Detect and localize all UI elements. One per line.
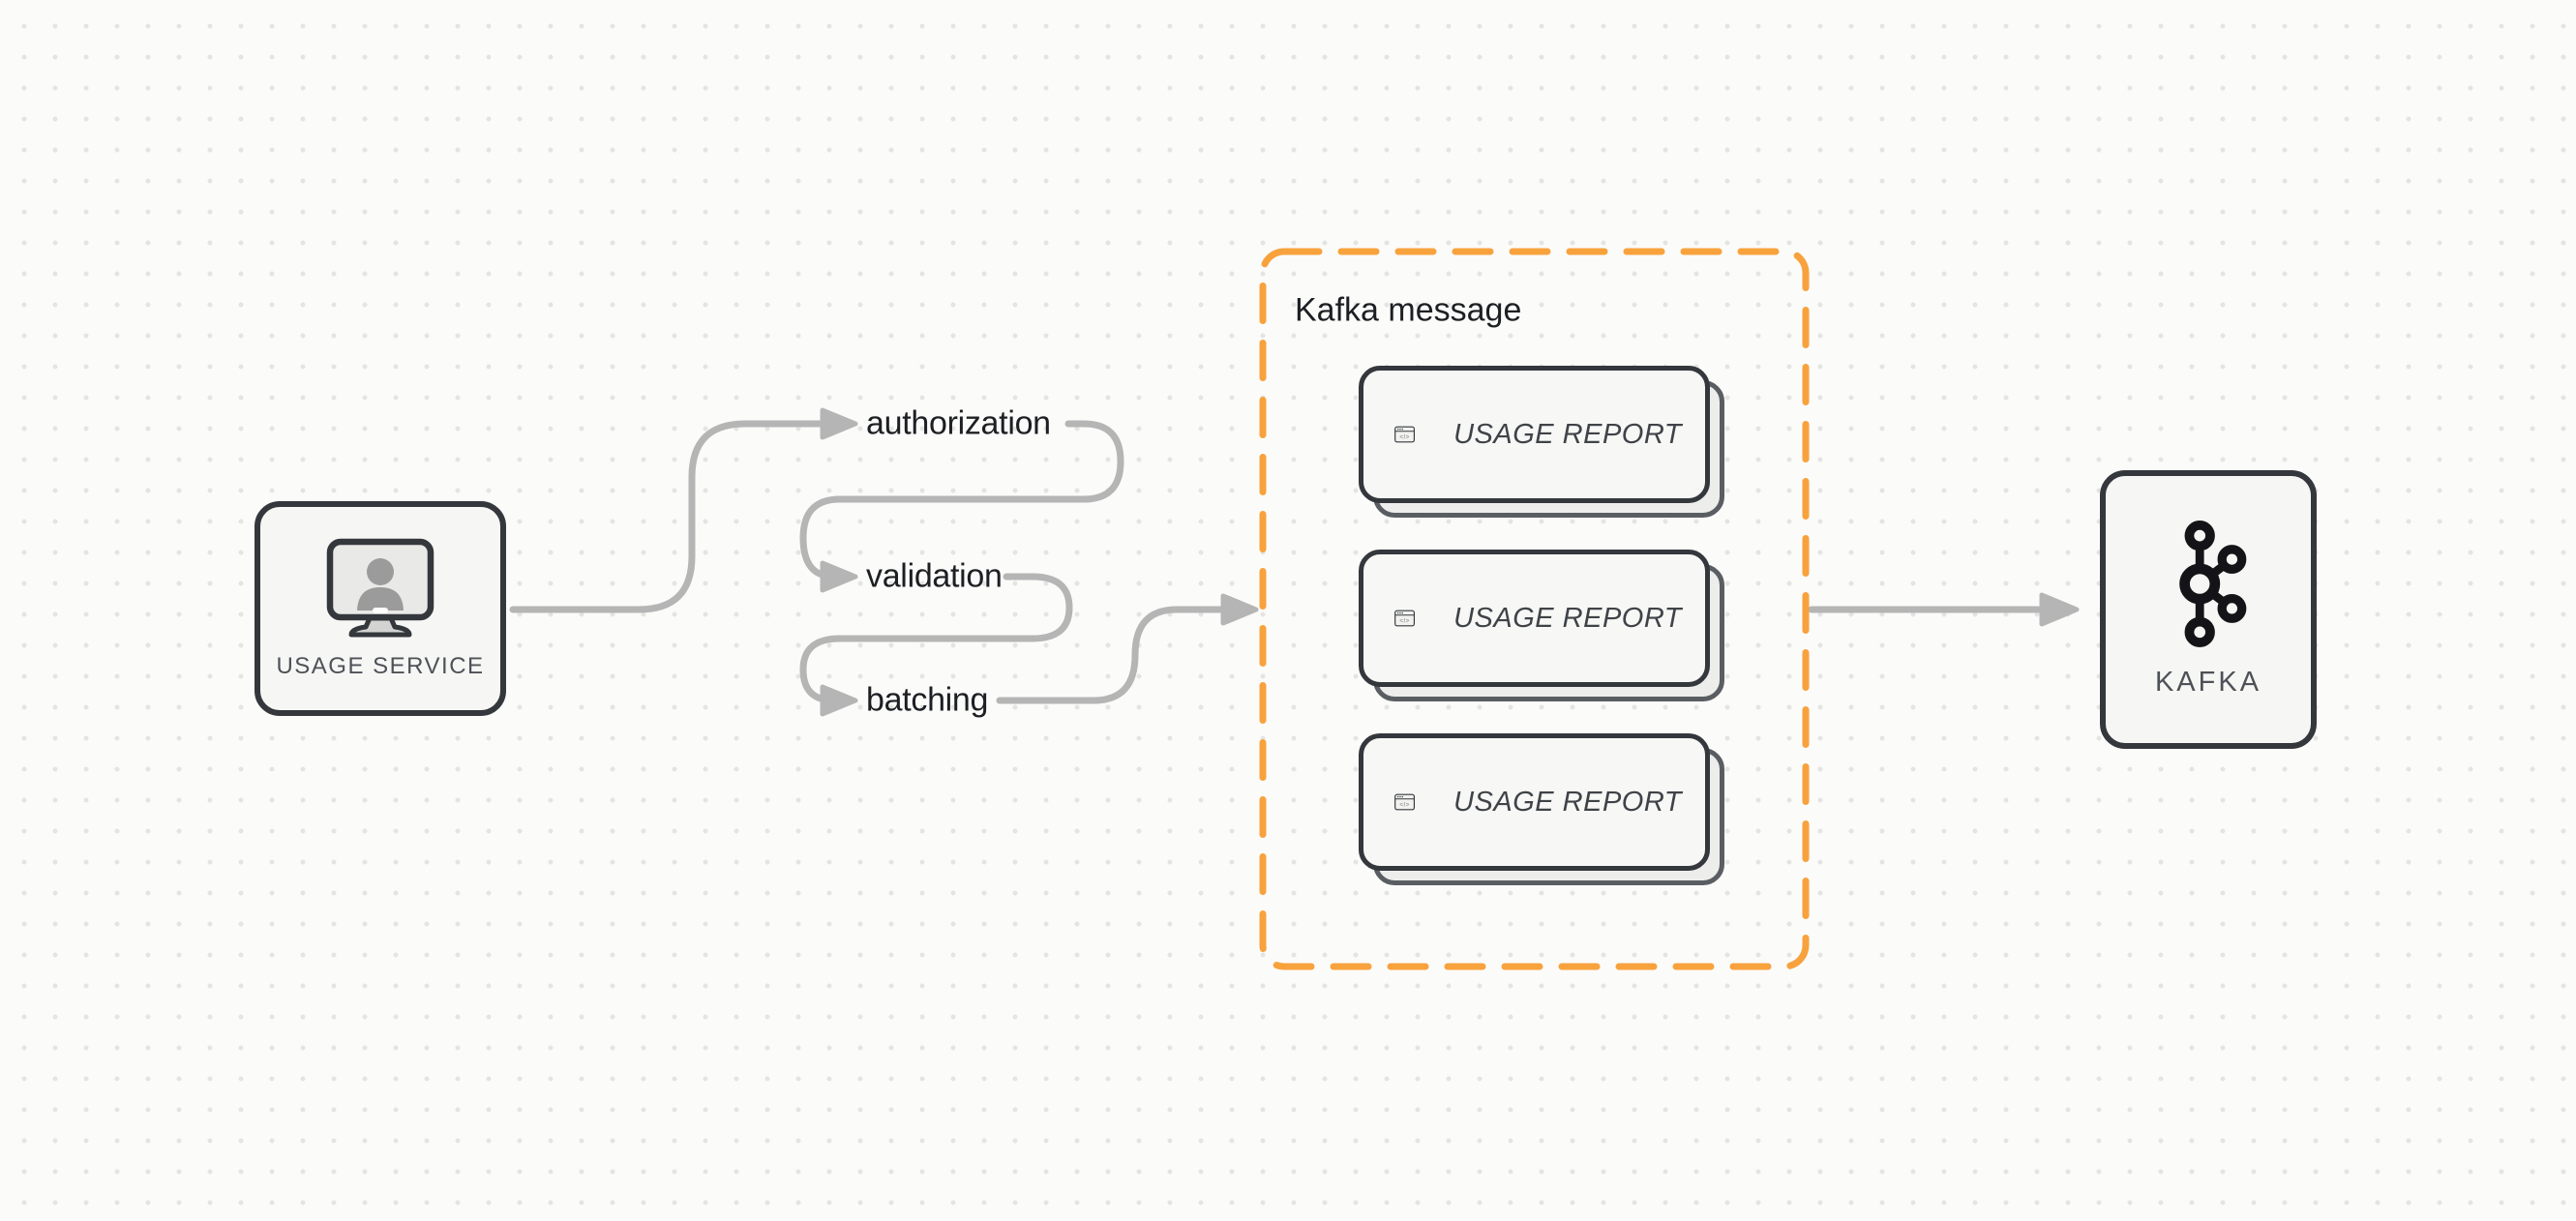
kafka-message-group-title: Kafka message	[1295, 291, 1522, 329]
flow-step-authorization: authorization	[866, 404, 1051, 442]
usage-report-card: </> USAGE REPORT	[1359, 550, 1724, 701]
node-usage-service: USAGE SERVICE	[255, 501, 506, 716]
code-window-icon: </>	[1394, 793, 1415, 811]
arrowhead-kafka	[2039, 592, 2080, 627]
usage-report-card: </> USAGE REPORT	[1359, 366, 1724, 518]
node-label-usage-service: USAGE SERVICE	[276, 653, 485, 679]
code-window-icon: </>	[1394, 426, 1415, 443]
connector-usage-to-authorization	[509, 420, 824, 613]
arrowhead-validation	[820, 560, 858, 593]
monitor-user-icon	[326, 538, 434, 638]
svg-text:</>: </>	[1399, 802, 1409, 809]
kafka-logo-icon	[2179, 521, 2247, 647]
connector-authorization-to-validation	[799, 420, 1124, 581]
card-label: USAGE REPORT	[1453, 418, 1682, 450]
node-label-kafka: KAFKA	[2154, 667, 2262, 698]
arrowhead-batching	[820, 684, 858, 717]
card-label: USAGE REPORT	[1453, 602, 1682, 634]
kafka-message-group-border	[1259, 248, 1810, 970]
connector-validation-to-batching	[799, 573, 1073, 704]
node-kafka: KAFKA	[2100, 470, 2317, 749]
svg-text:</>: </>	[1399, 434, 1409, 441]
arrowhead-group	[1220, 593, 1259, 626]
flow-step-batching: batching	[866, 681, 989, 719]
arrowhead-authorization	[820, 407, 858, 440]
usage-report-card: </> USAGE REPORT	[1359, 733, 1724, 885]
connector-batching-to-group	[996, 606, 1225, 704]
flow-step-validation: validation	[866, 557, 1003, 595]
svg-text:</>: </>	[1399, 618, 1409, 625]
card-label: USAGE REPORT	[1453, 786, 1682, 818]
code-window-icon: </>	[1394, 610, 1415, 627]
